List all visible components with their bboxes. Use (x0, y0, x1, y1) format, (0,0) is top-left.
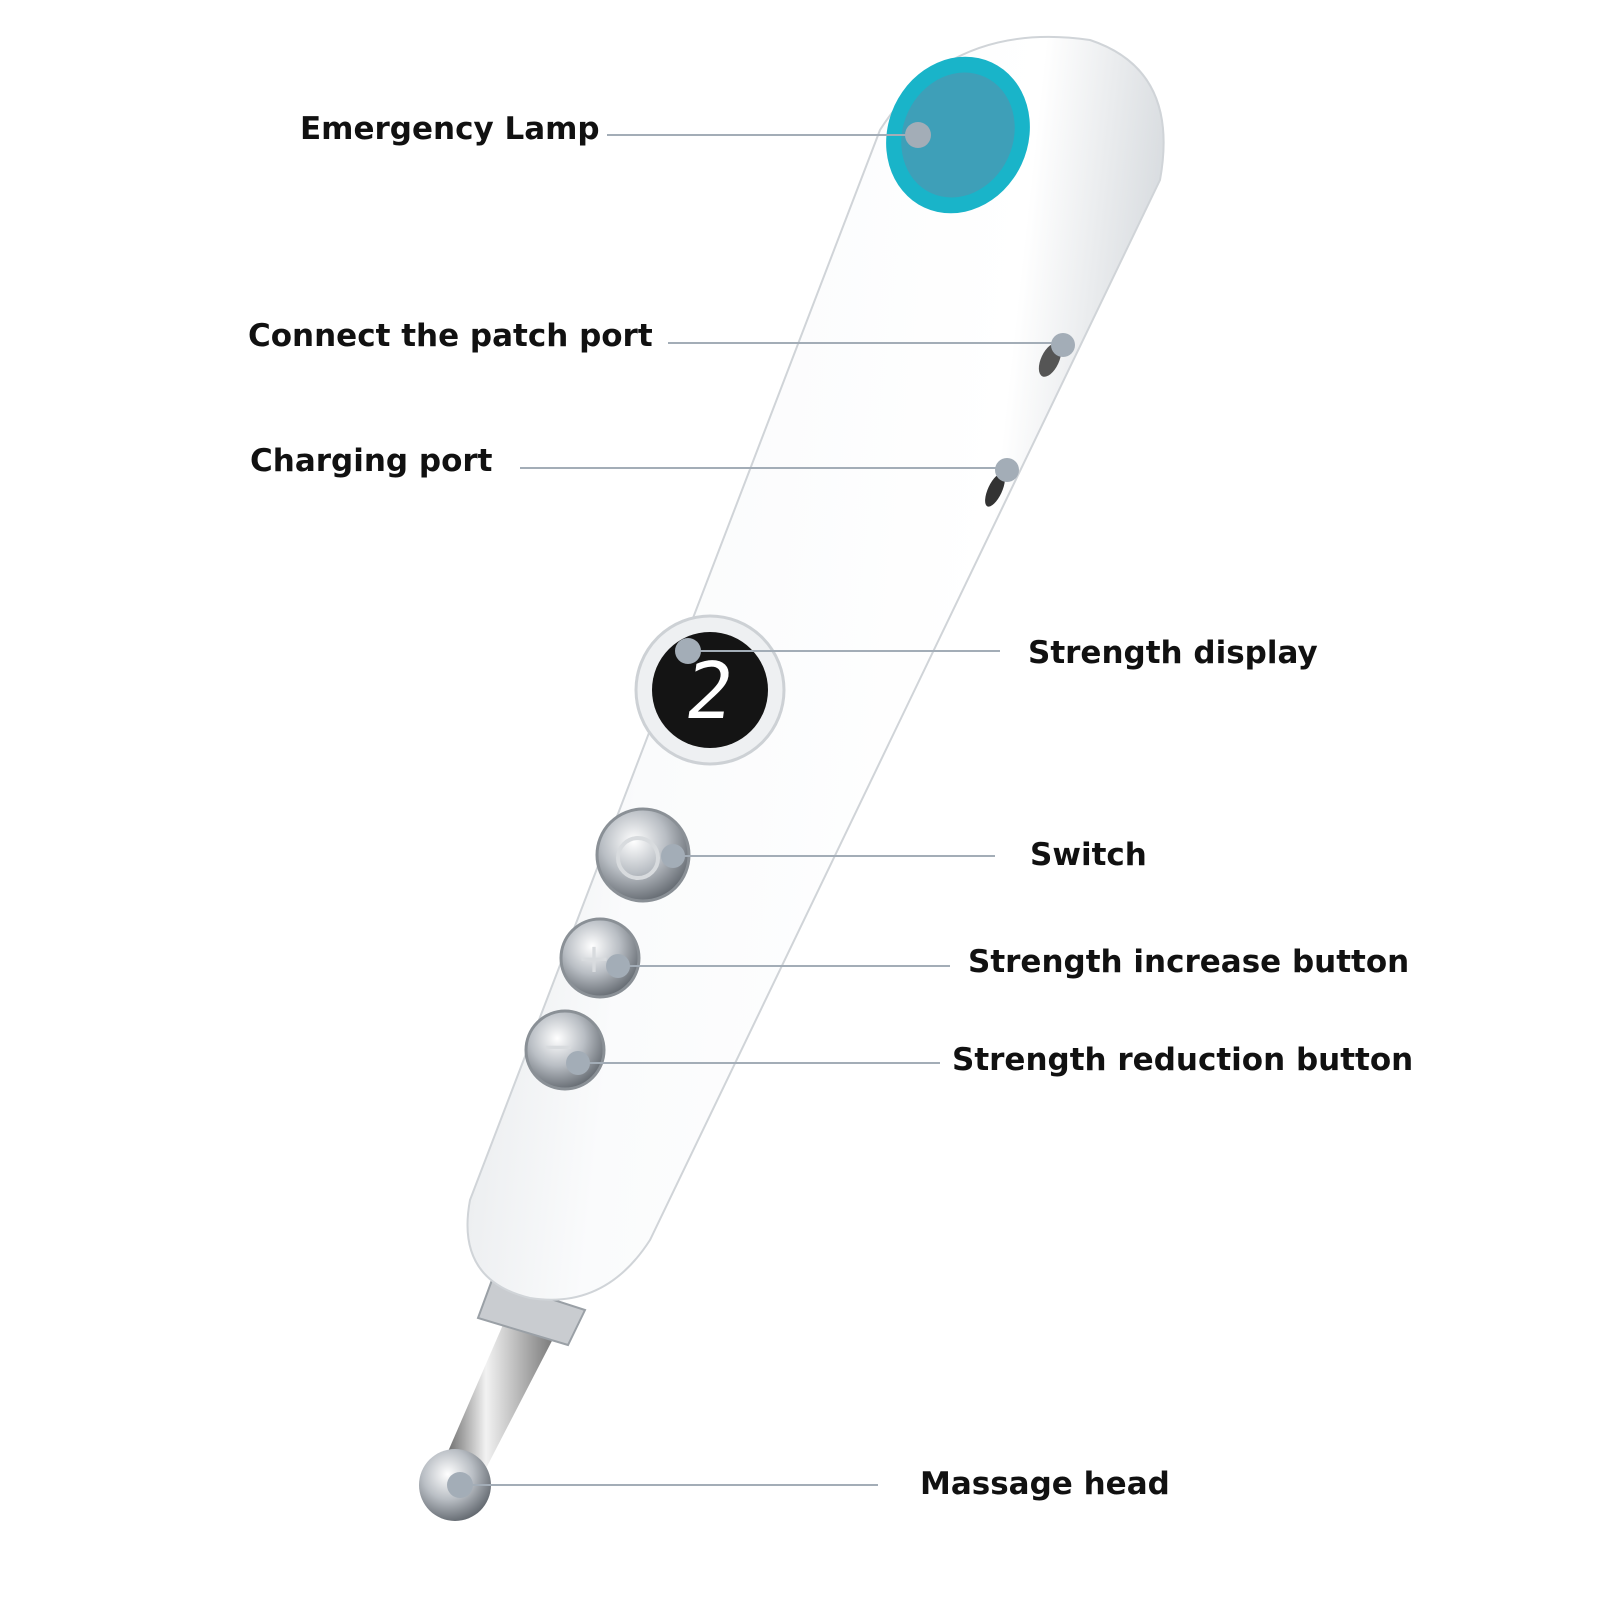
callout-lines (460, 134, 1060, 1486)
lamp-lens (901, 72, 1015, 198)
callout-dots (447, 122, 1075, 1498)
label-charging-port: Charging port (250, 443, 493, 479)
label-increase-button: Strength increase button (968, 944, 1410, 980)
label-patch-port: Connect the patch port (248, 318, 653, 354)
label-emergency-lamp: Emergency Lamp (300, 111, 600, 147)
massage-rod (440, 1320, 555, 1480)
label-reduction-button: Strength reduction button (952, 1042, 1414, 1078)
label-switch: Switch (1030, 837, 1147, 873)
plus-icon: + (577, 936, 611, 982)
label-strength-display: Strength display (1028, 635, 1318, 671)
power-icon (616, 836, 660, 880)
charging-port (985, 473, 1005, 507)
label-massage-head: Massage head (920, 1466, 1170, 1502)
pen-body (466, 35, 1165, 1301)
